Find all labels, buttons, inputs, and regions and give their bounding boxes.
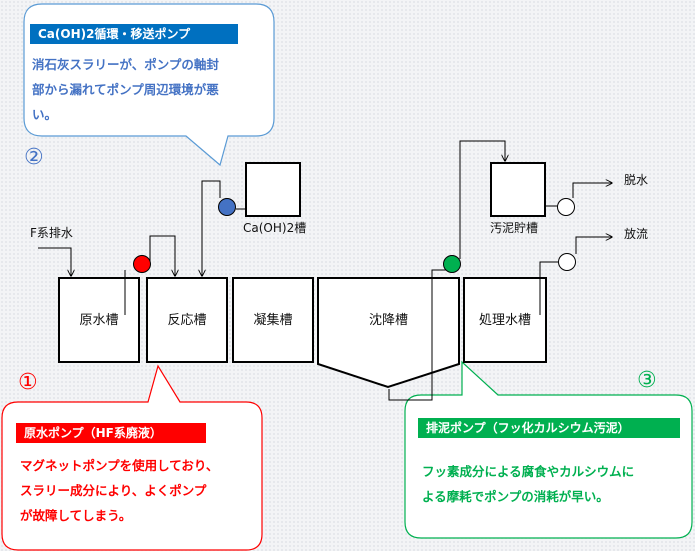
pipe-discharge-suction xyxy=(539,261,558,315)
callout-2-number: ② xyxy=(24,145,44,170)
pipe-raw-pump-to-reaction xyxy=(149,235,175,276)
callout-2-title: Ca(OH)2循環・移送ポンプ xyxy=(30,24,238,44)
pipe-dewater-out xyxy=(572,183,612,198)
pump-discharge xyxy=(558,253,576,271)
callout-1-title: 原水ポンプ（HF系廃液） xyxy=(16,423,206,443)
tank-caoh2 xyxy=(245,162,301,217)
callout-2-bubble xyxy=(23,3,275,167)
callout-1-line-3: が故障してしまう。 xyxy=(20,508,132,523)
callout-2-line-2: 部から漏れてポンプ周辺環境が悪 xyxy=(32,82,219,97)
callout-2-line-1: 消石灰スラリーが、ポンプの軸封 xyxy=(32,57,219,72)
label-discharge: 放流 xyxy=(624,227,649,241)
callout-3-line-2: よる摩耗でポンプの消耗が早い。 xyxy=(422,489,609,504)
pump-dewater xyxy=(557,198,575,216)
tank-shorisui xyxy=(463,277,547,363)
tank-odei xyxy=(490,162,546,217)
callout-1-line-2: スラリー成分により、よくポンプ xyxy=(20,483,207,498)
label-odei: 汚泥貯槽 xyxy=(490,221,539,235)
callout-1-line-1: マグネットポンプを使用しており、 xyxy=(20,458,219,473)
label-caoh2: Ca(OH)2槽 xyxy=(243,221,307,235)
callout-1-number: ① xyxy=(18,370,38,395)
label-f-drain: F系排水 xyxy=(30,226,73,240)
label-dewater: 脱水 xyxy=(624,173,649,187)
tank-gyoshu xyxy=(232,277,314,363)
tank-chinko xyxy=(317,277,460,389)
pump-raw-water-red xyxy=(133,255,151,273)
callout-3-line-1: フッ素成分による腐食やカルシウムに xyxy=(422,464,635,479)
pipe-sludge-to-storage xyxy=(459,140,505,259)
callout-3-bubble xyxy=(404,360,693,539)
tank-genshui xyxy=(58,277,140,363)
label-shorisui: 処理水槽 xyxy=(478,313,531,328)
callout-3-number: ③ xyxy=(637,368,657,393)
callout-3-title: 排泥ポンプ（フッ化カルシウム汚泥） xyxy=(418,418,680,438)
callout-2-line-3: い。 xyxy=(32,107,58,122)
pipe-sludge-out xyxy=(388,269,446,401)
pipe-discharge-out xyxy=(575,237,612,254)
label-gyoshu: 凝集槽 xyxy=(253,313,293,328)
pump-caoh2-blue xyxy=(218,198,236,216)
pipe-caoh2-to-reaction xyxy=(202,180,221,276)
pump-sludge-green xyxy=(443,255,461,273)
callout-1-bubble xyxy=(1,364,263,551)
label-hanno: 反応槽 xyxy=(167,313,207,328)
label-chinko: 沈降槽 xyxy=(368,313,408,328)
tank-hanno xyxy=(146,277,228,363)
pipe-f-drain xyxy=(38,247,71,276)
label-genshui: 原水槽 xyxy=(79,313,119,328)
